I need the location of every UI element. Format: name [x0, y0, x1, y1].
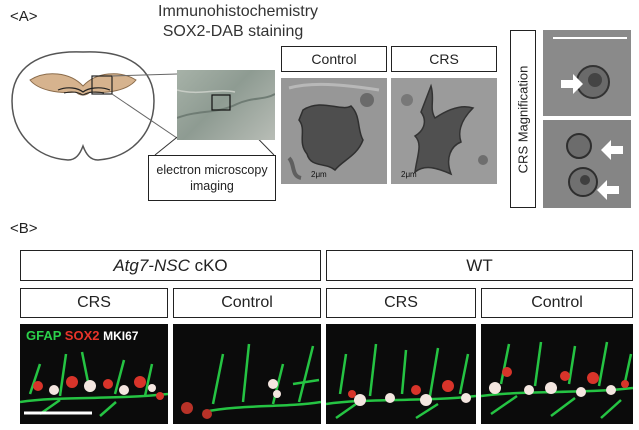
legend-gfap: GFAP	[26, 328, 62, 343]
column-header-2: Control	[173, 288, 321, 318]
crs-magnification-label: CRS Magnification	[510, 30, 536, 208]
fluorescence-image-4	[481, 324, 633, 424]
magnification-text: CRS Magnification	[515, 65, 531, 173]
crs-em-image: 2μm	[391, 78, 497, 184]
title-line-2: SOX2-DAB staining	[162, 23, 304, 40]
panel-a-title: Immunohistochemistry SOX2-DAB staining	[158, 2, 319, 42]
em-label-line-1: electron microscopy	[156, 163, 268, 177]
panel-a-label: <A>	[10, 8, 38, 25]
fluorescence-image-2	[173, 324, 321, 424]
legend-sox2: SOX2	[64, 328, 100, 343]
crs-magnified-image-top	[543, 30, 631, 116]
column-header-3: CRS	[326, 288, 476, 318]
control-em-image: 2μm	[281, 78, 387, 184]
group-ko-suffix: cKO	[189, 255, 228, 275]
em-label-line-2: imaging	[190, 179, 234, 193]
crs-header: CRS	[391, 46, 497, 72]
tissue-inset-box	[211, 94, 231, 111]
group-ko-italic: Atg7-NSC	[113, 255, 190, 275]
crs-magnified-image-bottom	[543, 120, 631, 208]
control-scale-text: 2μm	[311, 170, 327, 179]
arrow-icon	[601, 140, 623, 160]
group-header-wt: WT	[326, 250, 633, 281]
panel-b-label: <B>	[10, 220, 38, 237]
column-header-1: CRS	[20, 288, 168, 318]
brain-inset-box	[91, 75, 113, 95]
column-header-4: Control	[481, 288, 633, 318]
crs-scale-text: 2μm	[401, 170, 417, 179]
arrow-icon	[561, 74, 583, 94]
control-header: Control	[281, 46, 387, 72]
fluorescence-image-3	[326, 324, 476, 424]
stain-legend: GFAP SOX2 MKI67	[26, 328, 138, 343]
title-line-1: Immunohistochemistry	[158, 3, 319, 20]
legend-mki67: MKI67	[103, 329, 139, 343]
group-header-atg7-cko: Atg7-NSC cKO	[20, 250, 321, 281]
fluorescence-image-1: GFAP SOX2 MKI67	[20, 324, 168, 424]
em-imaging-label: electron microscopy imaging	[148, 155, 276, 201]
brain-section-diagram	[11, 51, 155, 161]
arrow-icon	[597, 180, 619, 200]
dab-tissue-image	[177, 70, 275, 140]
